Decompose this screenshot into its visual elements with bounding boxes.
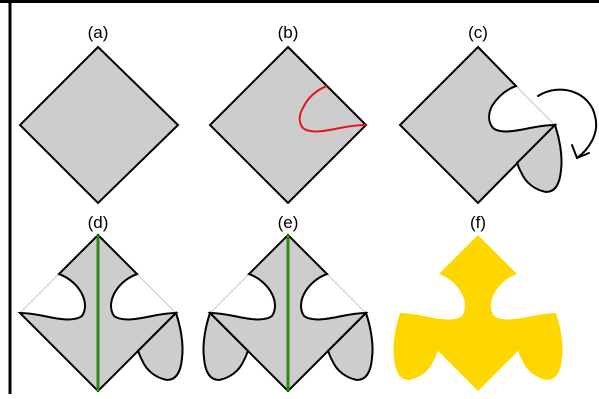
final-tile-shape bbox=[393, 235, 563, 391]
rotated-cut-piece bbox=[136, 311, 184, 382]
panel-f: (f) bbox=[393, 213, 563, 391]
square-tile bbox=[208, 45, 368, 205]
panel-b: (b) bbox=[208, 23, 368, 205]
guide-line-left bbox=[19, 273, 60, 314]
panel-a: (a) bbox=[18, 23, 180, 205]
guide-line-left bbox=[209, 273, 250, 314]
panel-e-label: (e) bbox=[278, 213, 299, 232]
panel-f-label: (f) bbox=[470, 213, 486, 232]
panel-b-label: (b) bbox=[278, 23, 299, 42]
panel-e: (e) bbox=[202, 213, 374, 393]
panel-d: (d) bbox=[17, 213, 184, 393]
square-tile bbox=[18, 45, 180, 205]
guide-line-right bbox=[326, 273, 367, 314]
rotated-cut-piece-right bbox=[326, 311, 374, 382]
panel-c: (c) bbox=[398, 23, 598, 205]
guide-line bbox=[515, 85, 556, 126]
cut-curve bbox=[298, 85, 367, 133]
panel-a-label: (a) bbox=[88, 23, 109, 42]
arrow-head-icon bbox=[571, 144, 590, 159]
panel-c-label: (c) bbox=[468, 23, 488, 42]
rotated-cut-piece-left bbox=[202, 311, 250, 382]
curved-arrow-icon bbox=[537, 88, 598, 159]
guide-line-right bbox=[136, 273, 177, 314]
rotated-cut-piece bbox=[515, 123, 563, 194]
panel-d-label: (d) bbox=[88, 213, 109, 232]
